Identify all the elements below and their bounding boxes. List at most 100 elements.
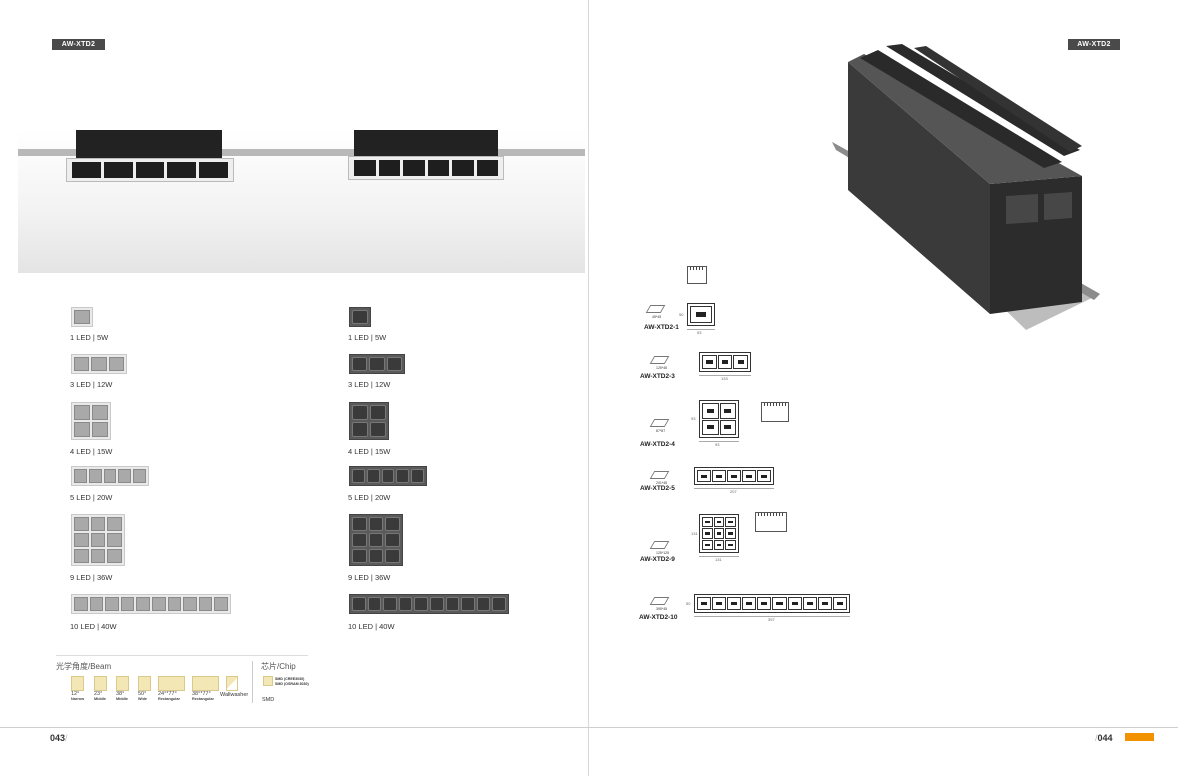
cutout-icon bbox=[649, 597, 670, 605]
beam-angle: 12° bbox=[71, 691, 80, 697]
beam-option: 50° Wide bbox=[138, 676, 151, 701]
led-module bbox=[352, 310, 368, 324]
beam-option: 23° Middle bbox=[94, 676, 107, 701]
width-dimension: 93 bbox=[715, 442, 720, 447]
led-module bbox=[398, 597, 413, 611]
led-module bbox=[445, 597, 460, 611]
product-thumbnail bbox=[71, 466, 149, 486]
drawing-led-cell bbox=[733, 355, 749, 369]
beam-name: Rectangular bbox=[158, 697, 180, 701]
led-module bbox=[88, 469, 102, 483]
footer-rule bbox=[0, 727, 589, 728]
product-thumbnail bbox=[349, 466, 427, 486]
beam-option: 12° Narrow bbox=[71, 676, 84, 701]
product-thumbnail bbox=[349, 354, 405, 374]
drawing-side-view bbox=[687, 266, 707, 284]
led-module bbox=[183, 597, 197, 611]
dimension-line bbox=[694, 488, 774, 489]
product-thumbnail bbox=[71, 307, 93, 327]
product-label: 10 LED | 40W bbox=[348, 622, 395, 631]
led-module bbox=[352, 469, 365, 483]
product-label: 1 LED | 5W bbox=[70, 333, 109, 342]
led-module bbox=[367, 597, 382, 611]
product-label: 5 LED | 20W bbox=[70, 493, 113, 502]
product-thumbnail bbox=[71, 594, 231, 614]
drawing-front-view bbox=[699, 352, 751, 372]
beam-icon bbox=[71, 676, 84, 691]
product-thumbnail bbox=[349, 402, 389, 440]
led-module bbox=[152, 597, 166, 611]
led-module bbox=[167, 597, 182, 611]
height-dimension: 50 bbox=[679, 311, 684, 317]
beam-option: 24°*77° Rectangular bbox=[158, 676, 185, 701]
cutout-size: 87*87 bbox=[656, 429, 666, 433]
drawing-led-cell bbox=[697, 470, 711, 482]
led-module bbox=[352, 405, 368, 420]
product-3d-render bbox=[832, 44, 1100, 330]
led-module bbox=[118, 469, 132, 483]
drawing-led-cell bbox=[690, 306, 712, 323]
drawing-led-cell bbox=[697, 597, 712, 610]
led-module bbox=[370, 405, 386, 420]
led-module bbox=[214, 597, 228, 611]
product-thumbnail bbox=[71, 402, 111, 440]
drawing-led-cell bbox=[802, 597, 817, 610]
led-module bbox=[368, 533, 384, 547]
dimension-line bbox=[687, 329, 715, 330]
led-module bbox=[92, 405, 108, 420]
width-dimension: 133 bbox=[721, 376, 728, 381]
footer-rule-right bbox=[589, 727, 1178, 728]
width-dimension: 207 bbox=[730, 489, 737, 494]
chip-name: SMD bbox=[262, 697, 275, 703]
led-module bbox=[492, 597, 506, 611]
led-module bbox=[385, 517, 400, 531]
led-module bbox=[352, 533, 367, 547]
drawing-led-cell bbox=[702, 419, 719, 435]
drawing-led-cell bbox=[712, 597, 727, 610]
led-module bbox=[107, 517, 122, 531]
width-dimension: 397 bbox=[768, 617, 775, 622]
led-module bbox=[396, 469, 410, 483]
drawing-led-cell bbox=[702, 528, 713, 539]
drawing-front-view bbox=[699, 400, 739, 438]
drawing-led-cell bbox=[712, 470, 726, 482]
hero-fixture-white bbox=[66, 130, 234, 182]
led-module bbox=[430, 597, 444, 611]
beam-name: Wide bbox=[138, 697, 148, 701]
led-module bbox=[352, 597, 366, 611]
led-module bbox=[411, 469, 424, 483]
drawing-led-cell bbox=[702, 355, 717, 369]
cutout-size: 201*45 bbox=[656, 481, 668, 485]
beam-angle: 23° bbox=[94, 691, 103, 697]
model-name: AW-XTD2-10 bbox=[639, 614, 678, 621]
beam-icon bbox=[116, 676, 129, 691]
led-module bbox=[74, 357, 90, 371]
beam-icon bbox=[94, 676, 107, 691]
led-module bbox=[386, 357, 402, 371]
chip-title: 芯片/Chip bbox=[261, 662, 296, 671]
drawing-led-cell bbox=[725, 517, 736, 528]
led-module bbox=[108, 357, 124, 371]
led-module bbox=[107, 549, 122, 563]
drawing-led-cell bbox=[702, 403, 719, 419]
beam-icon bbox=[192, 676, 219, 691]
beam-title: 光学角度/Beam bbox=[56, 662, 112, 671]
led-module bbox=[198, 597, 213, 611]
led-module bbox=[120, 597, 135, 611]
accent-bar bbox=[1125, 733, 1154, 741]
led-module bbox=[383, 597, 397, 611]
drawing-front-view bbox=[694, 467, 774, 485]
drawing-led-cell bbox=[757, 597, 772, 610]
led-module bbox=[352, 517, 367, 531]
led-module bbox=[366, 469, 380, 483]
beam-option: 38°*77° Rectangular bbox=[192, 676, 219, 701]
beam-option: 38° Middle bbox=[116, 676, 129, 701]
led-module bbox=[136, 597, 150, 611]
ceiling-rail bbox=[18, 149, 585, 156]
model-name: AW-XTD2-3 bbox=[640, 373, 675, 380]
drawing-led-cell bbox=[757, 470, 771, 482]
cutout-size: 125*125 bbox=[656, 551, 670, 555]
drawing-led-cell bbox=[742, 470, 756, 482]
